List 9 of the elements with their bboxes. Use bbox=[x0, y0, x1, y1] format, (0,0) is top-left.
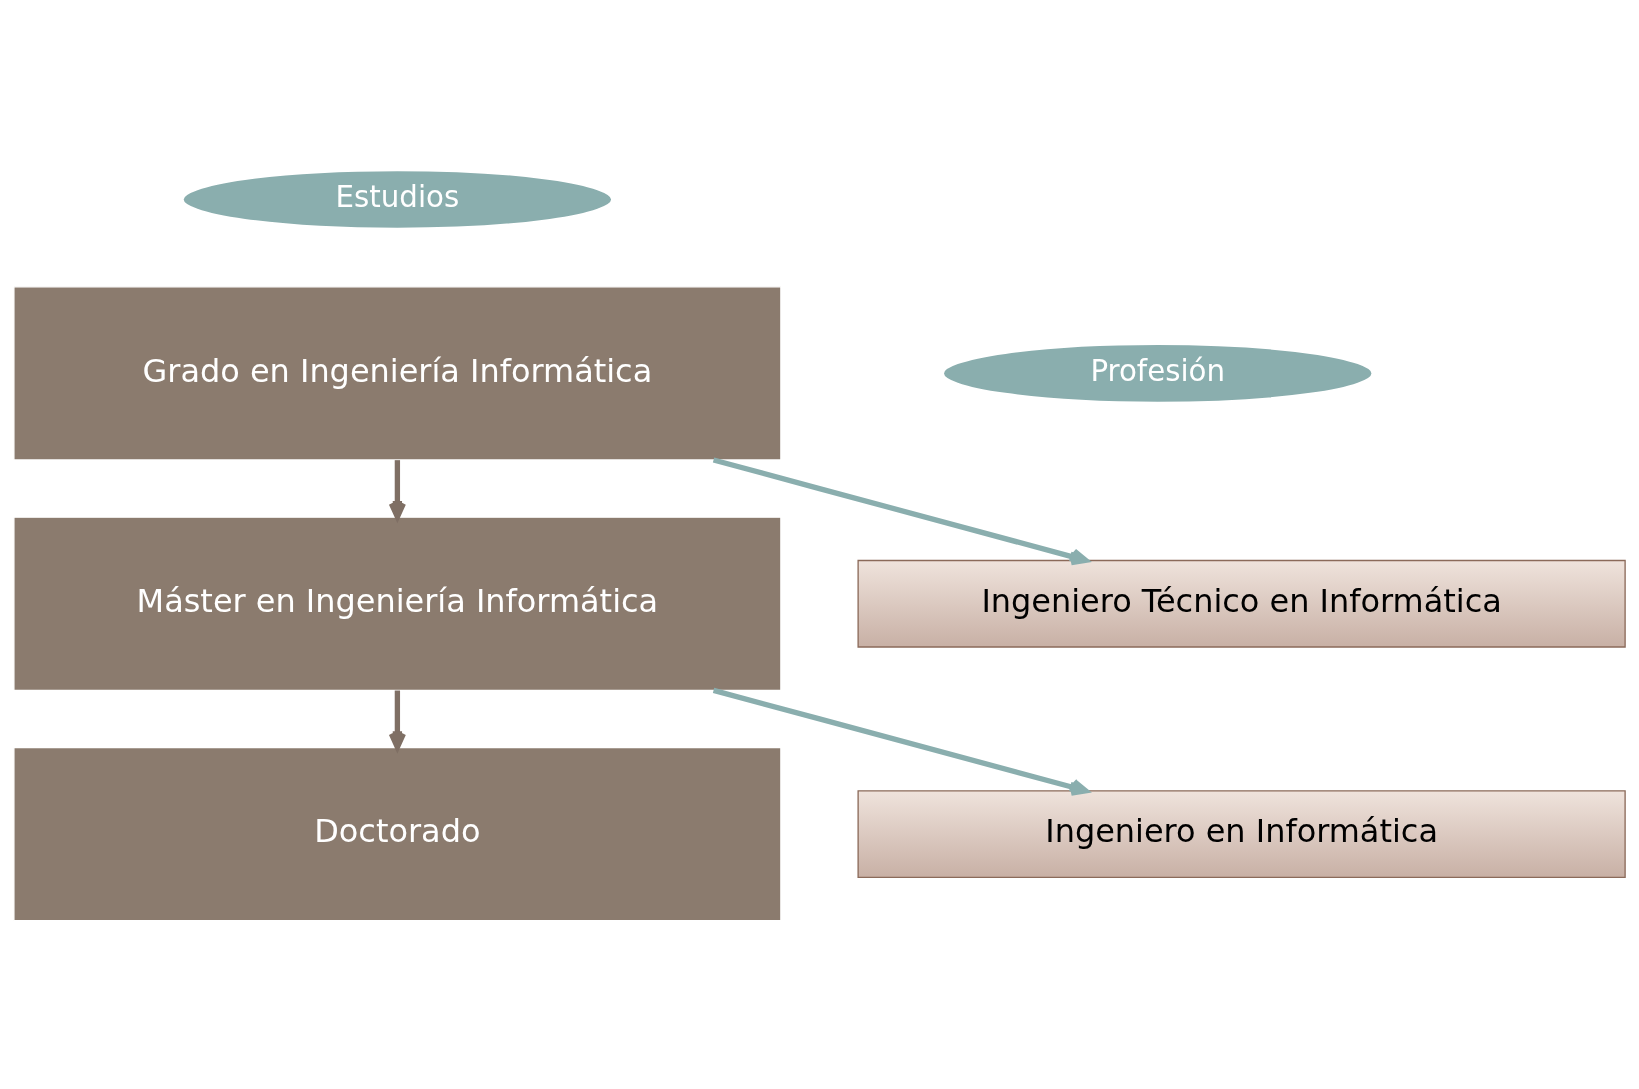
arrow bbox=[712, 456, 1089, 565]
node-box: Grado en Ingeniería Informática bbox=[13, 285, 782, 461]
node-box: Ingeniero en Informática bbox=[857, 789, 1626, 878]
arrow bbox=[712, 687, 1089, 796]
node-box: Doctorado bbox=[13, 746, 782, 921]
node-box: Ingeniero Técnico en Informática bbox=[857, 559, 1626, 648]
node-box: Máster en Ingeniería Informática bbox=[13, 516, 782, 691]
arrow bbox=[388, 459, 407, 520]
arrow bbox=[388, 690, 407, 750]
